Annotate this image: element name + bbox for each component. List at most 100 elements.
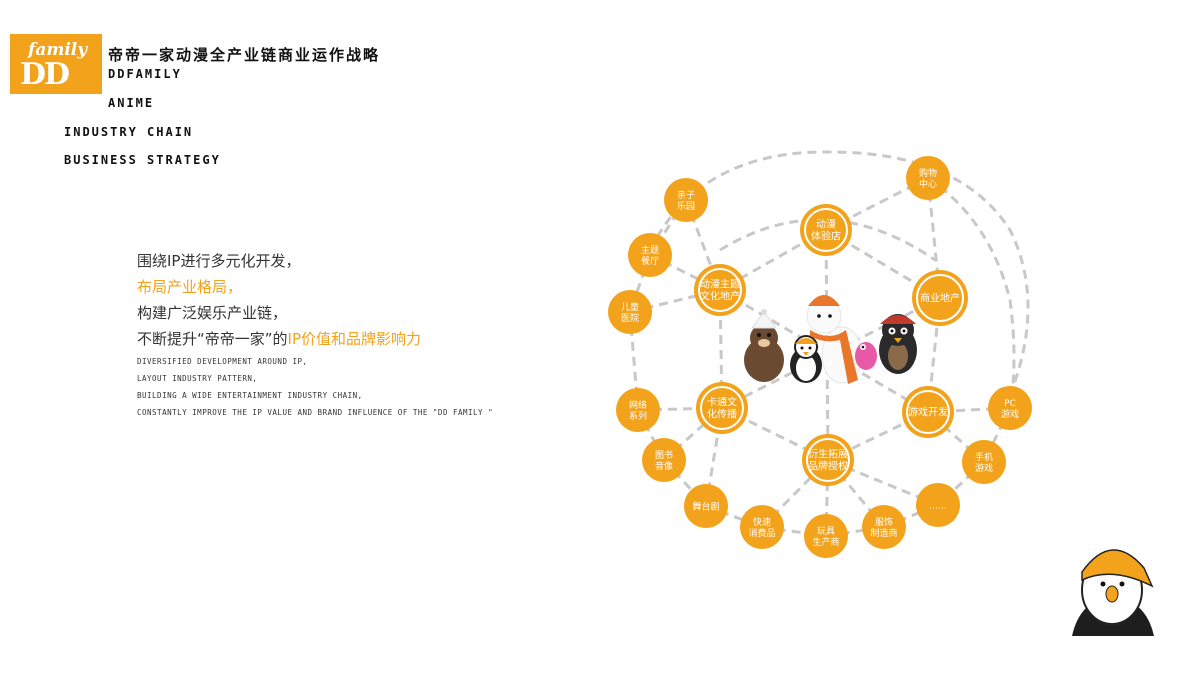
node-circle: [912, 270, 968, 326]
node-inner-ring: [806, 438, 850, 482]
node-circle: [696, 382, 748, 434]
page-title-cn: 帝帝一家动漫全产业链商业运作战略: [108, 46, 381, 64]
node-inner-ring: [698, 268, 742, 312]
intro-en-4: CONSTANTLY IMPROVE THE IP VALUE AND BRAN…: [137, 408, 494, 417]
node-circle: [684, 484, 728, 528]
node-label: 文化地产: [700, 290, 740, 303]
node-circle: [802, 434, 854, 486]
node-label: 体验店: [811, 230, 841, 243]
node-label: 医院: [621, 312, 639, 324]
node-label: 卡通文: [707, 396, 737, 409]
node-circle: [642, 438, 686, 482]
node-label: 亲子: [677, 189, 695, 201]
page-title-en-3: INDUSTRY CHAIN: [64, 125, 194, 139]
node-label: 购物: [919, 167, 937, 179]
node-label: 系列: [629, 410, 647, 422]
page-title-en-1: DDFAMILY: [108, 67, 182, 81]
node-circle: [962, 440, 1006, 484]
node-label: 生产商: [812, 536, 839, 548]
page-title-en-2: ANIME: [108, 96, 155, 110]
node-label: 游戏: [975, 462, 993, 474]
outer-ring-arc-right: [927, 176, 1016, 409]
node-label: 品牌授权: [808, 460, 848, 473]
node-label: 舞台剧: [692, 501, 719, 513]
node-label: 衍生拓展: [808, 448, 848, 461]
node-label: ……: [929, 502, 947, 512]
brand-logo: family DD: [10, 34, 102, 94]
node-inner-ring: [916, 274, 964, 322]
node-label: 乐园: [677, 200, 695, 212]
bear-mascot-icon: [744, 309, 784, 382]
node-label: 主题: [641, 244, 659, 256]
node-wutaiju: 舞台剧: [684, 484, 728, 528]
small-penguin-icon: [790, 335, 822, 383]
node-label: 网络: [629, 399, 647, 411]
intro-line-1: 围绕IP进行多元化开发，: [137, 252, 301, 270]
node-more: ……: [916, 483, 960, 527]
intro-line-3: 构建广泛娱乐产业链，: [137, 304, 288, 322]
node-inner-ring: [804, 208, 848, 252]
node-circle: [616, 388, 660, 432]
intro-en-1: DIVERSIFIED DEVELOPMENT AROUND IP,: [137, 357, 308, 366]
intro-en-2: LAYOUT INDUSTRY PATTERN,: [137, 374, 258, 383]
intro-line-4: 不断提升“帝帝一家”的IP价值和品牌影响力: [137, 328, 421, 349]
node-label: 动漫: [816, 219, 836, 231]
node-label: 快速: [753, 516, 771, 528]
logo-text-bottom: DD: [20, 57, 70, 92]
node-label: 玩具: [817, 526, 835, 537]
node-label: 图书: [655, 450, 673, 461]
node-circle: [862, 505, 906, 549]
diagram-nodes: 购物中心亲子乐园主题餐厅儿童医院网络系列图书音像舞台剧快速消费品玩具生产商服饰制…: [608, 156, 1032, 558]
node-circle: [628, 233, 672, 277]
intro-line-4-prefix: 不断提升“帝帝一家”的: [137, 330, 288, 348]
node-circle: [800, 204, 852, 256]
corner-penguin-mascot-icon: [1072, 549, 1154, 636]
node-label: 游戏: [1001, 408, 1019, 420]
node-label: 中心: [919, 178, 937, 190]
node-circle: [804, 514, 848, 558]
node-label: 化传播: [707, 408, 737, 421]
node-label: 儿童: [621, 301, 639, 313]
node-circle: [608, 290, 652, 334]
node-label: 消费品: [748, 527, 775, 539]
node-circle: [694, 264, 746, 316]
page-title-en-4: BUSINESS STRATEGY: [64, 153, 221, 167]
node-circle: [740, 505, 784, 549]
node-shangye-dichan: 商业地产: [912, 270, 968, 326]
diagram-link: [824, 229, 830, 461]
diagram-link: [648, 199, 688, 256]
node-circle: [916, 483, 960, 527]
pink-bird-icon: [855, 342, 877, 370]
node-circle: [906, 156, 950, 200]
node-label: 手机: [975, 451, 993, 463]
big-penguin-icon: [879, 314, 917, 374]
node-label: PC: [1004, 399, 1016, 409]
node-label: 游戏开发: [908, 406, 948, 419]
intro-line-2: 布局产业格局，: [137, 278, 243, 296]
node-youxi-kaifa: 游戏开发: [902, 386, 954, 438]
mascot-illustration: [744, 295, 917, 384]
node-label: 制造商: [870, 527, 897, 539]
node-inner-ring: [906, 390, 950, 434]
snowman-mascot-icon: [806, 295, 863, 384]
node-label: 餐厅: [641, 255, 659, 267]
intro-en-3: BUILDING A WIDE ENTERTAINMENT INDUSTRY C…: [137, 391, 363, 400]
node-label: 商业地产: [920, 292, 960, 305]
node-label: 动漫主题: [700, 279, 740, 291]
intro-line-4-highlight: IP价值和品牌影响力: [287, 330, 422, 348]
node-label: 音像: [655, 460, 673, 472]
